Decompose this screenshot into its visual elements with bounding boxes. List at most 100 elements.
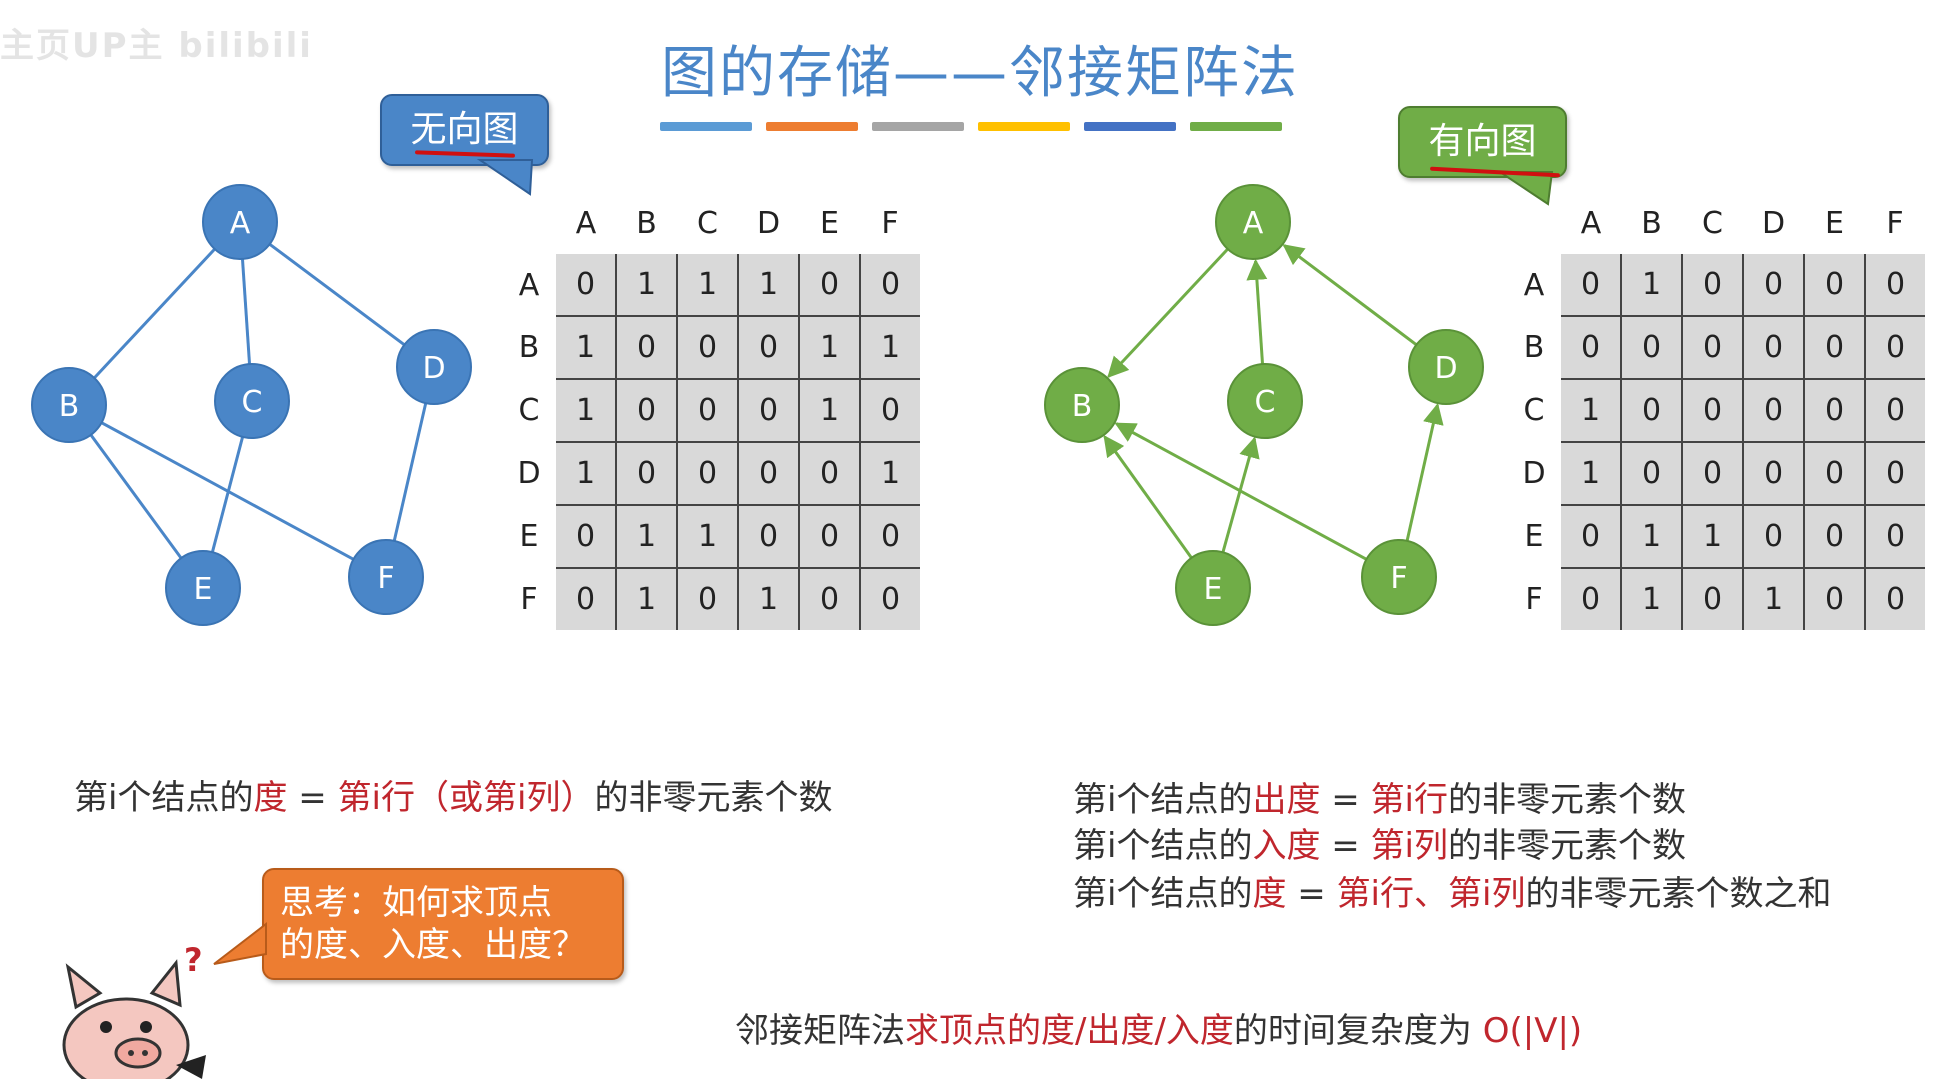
in-degree-formula: 第i个结点的入度 = 第i列的非零元素个数 [1073, 818, 1686, 867]
matrix-cell: 0 [1803, 378, 1866, 443]
vertex-label-B: B [1072, 389, 1093, 424]
formula-highlight: 求顶点的度/出度/入度 [905, 1011, 1234, 1051]
matrix-cell: 1 [1620, 254, 1683, 317]
matrix-cell: 1 [556, 378, 617, 443]
color-bar-3 [872, 122, 964, 131]
formula-text: 第i个结点的 [1073, 780, 1253, 820]
formula-highlight: 第i列 [1370, 826, 1449, 866]
matrix-row-header: E [1524, 519, 1544, 554]
matrix-cell: 1 [1681, 504, 1744, 569]
formula-text: 的非零元素个数 [594, 778, 833, 818]
vertex-F [1361, 539, 1437, 615]
question-mark-icon: ? [184, 945, 203, 979]
vertex-B [31, 367, 107, 443]
matrix-cell: 0 [1803, 315, 1866, 380]
formula-text: 的非零元素个数 [1448, 780, 1687, 820]
matrix-row-header: F [1525, 581, 1543, 617]
matrix-cell: 1 [1561, 441, 1622, 506]
think-line-2: 的度、入度、出度？ [280, 925, 586, 965]
matrix-cell: 1 [859, 441, 920, 506]
matrix-cell: 0 [1742, 254, 1805, 317]
matrix-cell: 0 [1864, 254, 1925, 317]
vertex-E [165, 550, 241, 626]
out-degree-formula: 第i个结点的出度 = 第i行的非零元素个数 [1073, 772, 1686, 821]
formula-text: 邻接矩阵法 [735, 1011, 905, 1051]
formula-text: = [1286, 874, 1337, 914]
formula-text: 第i个结点的 [74, 778, 254, 818]
vertex-A [202, 184, 278, 260]
formula-text: 的非零元素个数 [1448, 826, 1687, 866]
matrix-cell: 0 [615, 441, 678, 506]
vertex-label-D: D [422, 351, 445, 386]
matrix-cell: 1 [737, 254, 800, 317]
matrix-cell: 0 [1681, 441, 1744, 506]
matrix-row-header: B [1523, 330, 1545, 365]
matrix-cell: 0 [1742, 378, 1805, 443]
vertex-label-B: B [59, 389, 80, 424]
matrix-col-header: D [756, 205, 781, 241]
matrix-cell: 0 [737, 441, 800, 506]
matrix-cell: 0 [676, 378, 739, 443]
matrix-cell: 0 [1620, 378, 1683, 443]
vertex-A [1215, 184, 1291, 260]
matrix-cell: 1 [1620, 567, 1683, 630]
matrix-col-header: E [1825, 205, 1844, 241]
color-bar-6 [1190, 122, 1282, 131]
matrix-cell: 0 [798, 504, 861, 569]
matrix-col-header: B [636, 205, 657, 241]
matrix-corner [1507, 192, 1561, 254]
matrix-col-header: C [697, 205, 718, 241]
matrix-cell: 0 [859, 378, 920, 443]
matrix-cell: 0 [676, 315, 739, 380]
matrix-cell: 0 [798, 441, 861, 506]
vertex-label-A: A [230, 206, 251, 241]
matrix-col-header: C [1702, 205, 1723, 241]
callout-tail-icon [476, 159, 534, 196]
matrix-cell: 0 [1864, 567, 1925, 630]
arc-C-A [1246, 258, 1268, 365]
matrix-cell: 0 [1864, 441, 1925, 506]
color-bar-2 [766, 122, 858, 131]
matrix-cell: 0 [676, 567, 739, 630]
formula-highlight: 度 [253, 778, 288, 818]
formula-highlight: 度 [1252, 874, 1287, 914]
matrix-cell: 0 [859, 504, 920, 569]
matrix-cell: 0 [798, 567, 861, 630]
matrix-col-header: F [881, 205, 899, 241]
formula-text: = [287, 778, 338, 818]
color-bar-5 [1084, 122, 1176, 131]
matrix-cell: 0 [1561, 504, 1622, 569]
matrix-cell: 0 [1864, 315, 1925, 380]
matrix-cell: 1 [859, 315, 920, 380]
vertex-D [1408, 329, 1484, 405]
vertex-label-C: C [242, 385, 263, 420]
edge-D-F [392, 402, 428, 542]
matrix-cell: 1 [676, 504, 739, 569]
matrix-col-header: A [1580, 205, 1602, 241]
matrix-cell: 0 [1681, 378, 1744, 443]
matrix-cell: 0 [1803, 254, 1866, 317]
vertex-label-C: C [1255, 385, 1276, 420]
formula-highlight: 、 [1414, 874, 1449, 914]
matrix-corner [502, 192, 556, 254]
matrix-cell: 1 [676, 254, 739, 317]
matrix-row-header: C [1523, 393, 1545, 428]
edge-C-E [210, 436, 245, 553]
matrix-cell: 0 [1803, 567, 1866, 630]
formula-text: 第i个结点的 [1073, 826, 1253, 866]
matrix-cell: 0 [1561, 254, 1622, 317]
color-bar-4 [978, 122, 1070, 131]
matrix-cell: 0 [556, 254, 617, 317]
matrix-cell: 0 [1803, 441, 1866, 506]
matrix-row-header: B [518, 330, 540, 365]
vertex-E [1175, 550, 1251, 626]
